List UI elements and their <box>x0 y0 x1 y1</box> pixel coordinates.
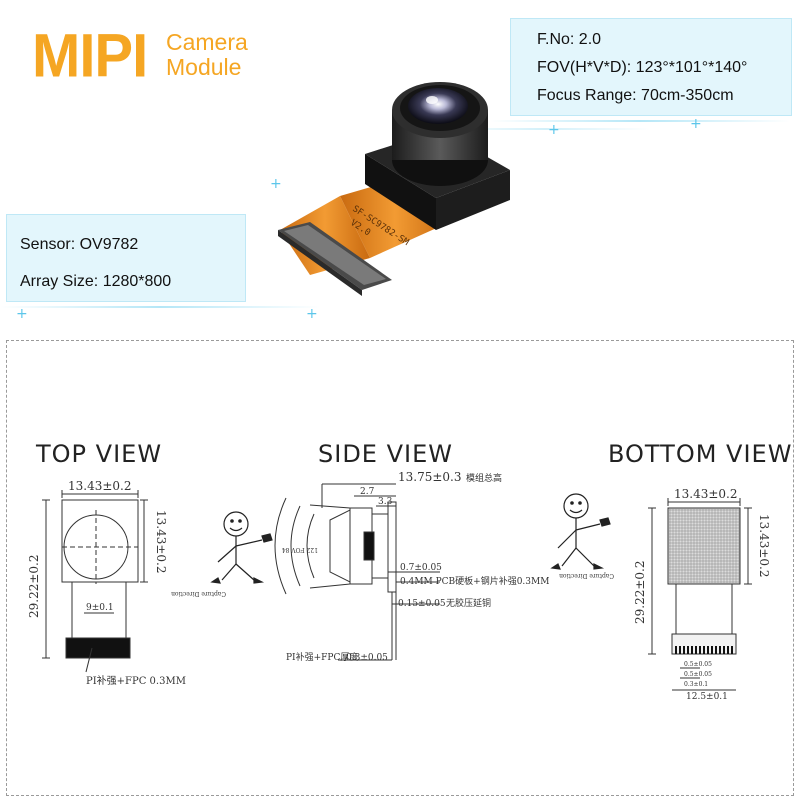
lens-glass <box>408 88 468 124</box>
glow-line <box>440 128 650 130</box>
bottom-view-capture-direction: Capture Direction <box>559 572 614 579</box>
side-view-outline <box>274 497 397 660</box>
fpc-pad <box>695 646 697 654</box>
glow-line <box>490 120 790 122</box>
brand-subtitle: Camera Module <box>166 30 248 80</box>
fpc-pad <box>703 646 705 654</box>
bottom-view-title: BOTTOM VIEW <box>608 440 793 468</box>
side-view-dim-d-note: 无胶压延铜 <box>446 597 491 609</box>
spec-panel-optics: F.No: 2.0 FOV(H*V*D): 123°*101°*140° Foc… <box>510 18 792 116</box>
side-view-title: SIDE VIEW <box>318 440 453 468</box>
glow-line <box>0 306 320 308</box>
top-view-height-label: 13.43±0.2 <box>154 510 168 574</box>
spec-fno: F.No: 2.0 <box>537 31 602 48</box>
bottom-view-pitch-1: 0.5±0.05 <box>684 661 712 668</box>
bottom-view-pitch-2: 0.5±0.05 <box>684 671 712 678</box>
side-view-pi-note: PI补强+FPC厚度 <box>286 651 358 663</box>
side-view-dim-b: 3.3 <box>378 497 393 507</box>
top-view-dimensions <box>42 490 148 673</box>
side-view-dimensions <box>321 483 440 661</box>
side-view-total-height-label: 13.75±0.3 <box>398 470 462 484</box>
fpc-pad <box>687 646 689 654</box>
fpc-pad <box>715 646 717 654</box>
side-view-total-height-note: 模组总高 <box>466 472 502 484</box>
observer-figure-bottom <box>550 493 611 570</box>
camera-module-photo: SF-SC9782-SM V2.0 <box>278 82 510 296</box>
side-view-pcb-note: 0.4MM PCB硬板+钢片补强0.3MM <box>400 575 549 587</box>
side-view-dim-e: 0.3±0.05 <box>346 653 388 663</box>
fpc-pad <box>727 646 729 654</box>
bottom-view-fpc-width-label: 12.5±0.1 <box>686 692 728 702</box>
plus-icon: + <box>16 306 28 322</box>
top-view-outline <box>61 499 139 659</box>
fpc-pad <box>711 646 713 654</box>
bottom-view-sensor-grid <box>669 509 740 583</box>
side-view-fov-text: 122 FOV 84 <box>282 546 318 553</box>
brand-title: MIPI <box>32 21 148 91</box>
side-view-capture-direction: Capture Direction <box>171 590 226 597</box>
fpc-pad <box>731 646 733 654</box>
bottom-view-length-label: 29.22±0.2 <box>633 561 647 625</box>
plus-icon: + <box>548 122 560 138</box>
top-view-length-label: 29.22±0.2 <box>27 555 41 619</box>
drawing-frame <box>6 340 794 796</box>
bottom-view-pads <box>675 646 733 654</box>
bottom-view-width-label: 13.43±0.2 <box>674 487 738 501</box>
bottom-view-height-label: 13.43±0.2 <box>757 514 771 578</box>
spec-panel-sensor: Sensor: OV9782 Array Size: 1280*800 <box>6 214 246 302</box>
brand-subtitle-line1: Camera <box>166 29 248 55</box>
fpc-pad <box>683 646 685 654</box>
fpc-stiffener <box>278 222 392 296</box>
plus-icon: + <box>690 116 702 132</box>
fpc-pad <box>679 646 681 654</box>
fpc-pad <box>675 646 677 654</box>
side-view-dim-c: 0.7±0.05 <box>400 563 442 573</box>
top-view-fpc-width-label: 9±0.1 <box>86 603 114 613</box>
bottom-view-dimensions <box>648 498 752 691</box>
spec-array-size: Array Size: 1280*800 <box>20 273 172 290</box>
top-view-width-label: 13.43±0.2 <box>68 479 132 493</box>
fpc-pad <box>723 646 725 654</box>
plus-icon: + <box>306 306 318 322</box>
observer-figure-side <box>210 511 273 584</box>
plus-icon: + <box>270 176 282 192</box>
spec-sensor: Sensor: OV9782 <box>20 236 139 253</box>
fpc-pad <box>719 646 721 654</box>
top-view-title: TOP VIEW <box>36 440 163 468</box>
fpc-pad <box>707 646 709 654</box>
lens-barrel <box>392 82 488 186</box>
fpc-pad <box>691 646 693 654</box>
brand-subtitle-line2: Module <box>166 54 242 80</box>
side-view-dim-a: 2.7 <box>360 487 375 497</box>
side-view-dim-d: 0.15±0.05 <box>398 599 446 609</box>
spec-focus-range: Focus Range: 70cm-350cm <box>537 87 734 104</box>
top-view-fpc-note: PI补强+FPC 0.3MM <box>86 674 186 687</box>
fpc-pad <box>699 646 701 654</box>
bottom-view-pitch-3: 0.3±0.1 <box>684 681 708 688</box>
spec-fov: FOV(H*V*D): 123°*101°*140° <box>537 59 748 76</box>
